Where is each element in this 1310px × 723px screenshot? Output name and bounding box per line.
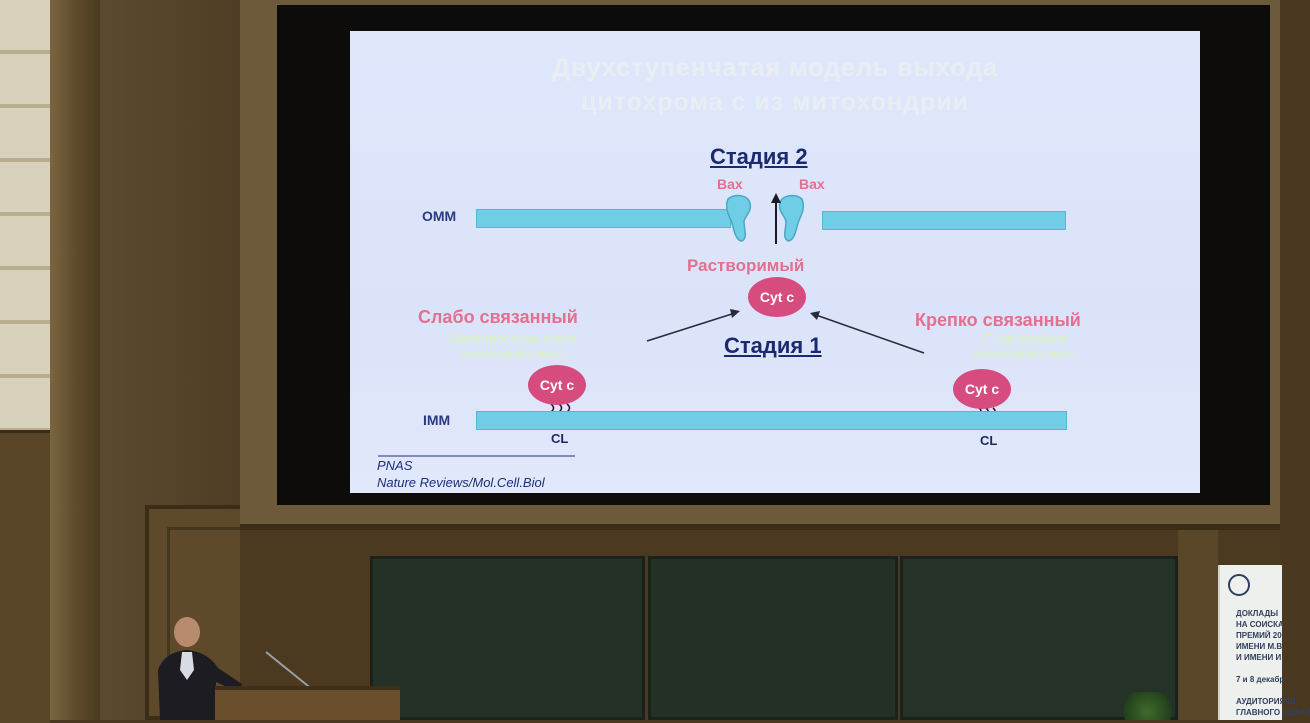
omm-label: OMM <box>422 208 457 224</box>
reference-pnas: PNAS <box>377 458 413 473</box>
weakly-bound-note-line-1: (Электростатическое <box>449 331 577 346</box>
bax-pore-right <box>778 194 805 242</box>
wall-paneling <box>0 430 50 723</box>
weak-to-soluble-arrow <box>646 312 736 342</box>
bax-pore-left <box>725 194 752 242</box>
tightly-bound-note-line-1: (Гидрофобное <box>981 331 1069 346</box>
bax-right-label: Bax <box>799 176 825 192</box>
stage-1-label: Стадия 1 <box>724 333 822 358</box>
inner-membrane <box>476 411 1067 430</box>
event-banner <box>1218 565 1282 720</box>
weak-to-soluble-arrowhead <box>730 309 740 318</box>
tightly-bound-note: (Гидрофобное взаимодействие) <box>935 331 1115 361</box>
slide-title-line-2: цитохрома с из митохондрии <box>581 88 969 116</box>
slide-title: Двухступенчатая модель выхода цитохрома … <box>350 51 1200 119</box>
weakly-bound-note: (Электростатическое взаимодействие) <box>428 331 598 361</box>
bax-left-label: Bax <box>717 176 743 192</box>
wooden-pillar <box>50 0 100 720</box>
release-arrow-head <box>771 193 781 203</box>
cyt-c-weakly-bound: Cyt c <box>528 365 586 405</box>
cyt-c-tightly-bound: Cyt c <box>953 369 1011 409</box>
weakly-bound-label: Слабо связанный <box>418 307 578 327</box>
speaker-silhouette <box>158 617 319 720</box>
slide-title-line-1: Двухступенчатая модель выхода <box>552 54 998 82</box>
tightly-bound-note-line-2: взаимодействие) <box>973 346 1077 361</box>
university-logo-icon <box>1228 574 1250 596</box>
cyt-c-soluble: Cyt c <box>748 277 806 317</box>
imm-label: IMM <box>423 412 451 428</box>
blackboard-panel <box>648 556 898 720</box>
event-banner-text: ДОКЛАДЫ НА СОИСКА ПРЕМИЙ 20 ИМЕНИ М.В И … <box>1236 609 1310 717</box>
weakly-bound-note-line-2: взаимодействие) <box>461 346 565 361</box>
lectern <box>215 686 400 720</box>
tight-to-soluble-arrowhead <box>810 311 820 320</box>
wooden-pillar <box>1178 530 1218 720</box>
potted-plant <box>1120 692 1175 720</box>
stage-2-label: Стадия 2 <box>710 144 808 169</box>
blackboard-panel <box>370 556 645 720</box>
presentation-slide: Двухступенчатая модель выхода цитохрома … <box>350 31 1200 493</box>
outer-membrane-right <box>822 211 1066 230</box>
cl-left-label: CL <box>551 431 569 446</box>
hall-window <box>0 0 56 430</box>
cl-right-label: CL <box>980 433 998 448</box>
reference-nature-reviews: Nature Reviews/Mol.Cell.Biol <box>377 475 545 490</box>
tight-to-soluble-arrow <box>815 314 925 354</box>
soluble-label: Растворимый <box>687 256 805 275</box>
tightly-bound-label: Крепко связанный <box>915 310 1081 330</box>
